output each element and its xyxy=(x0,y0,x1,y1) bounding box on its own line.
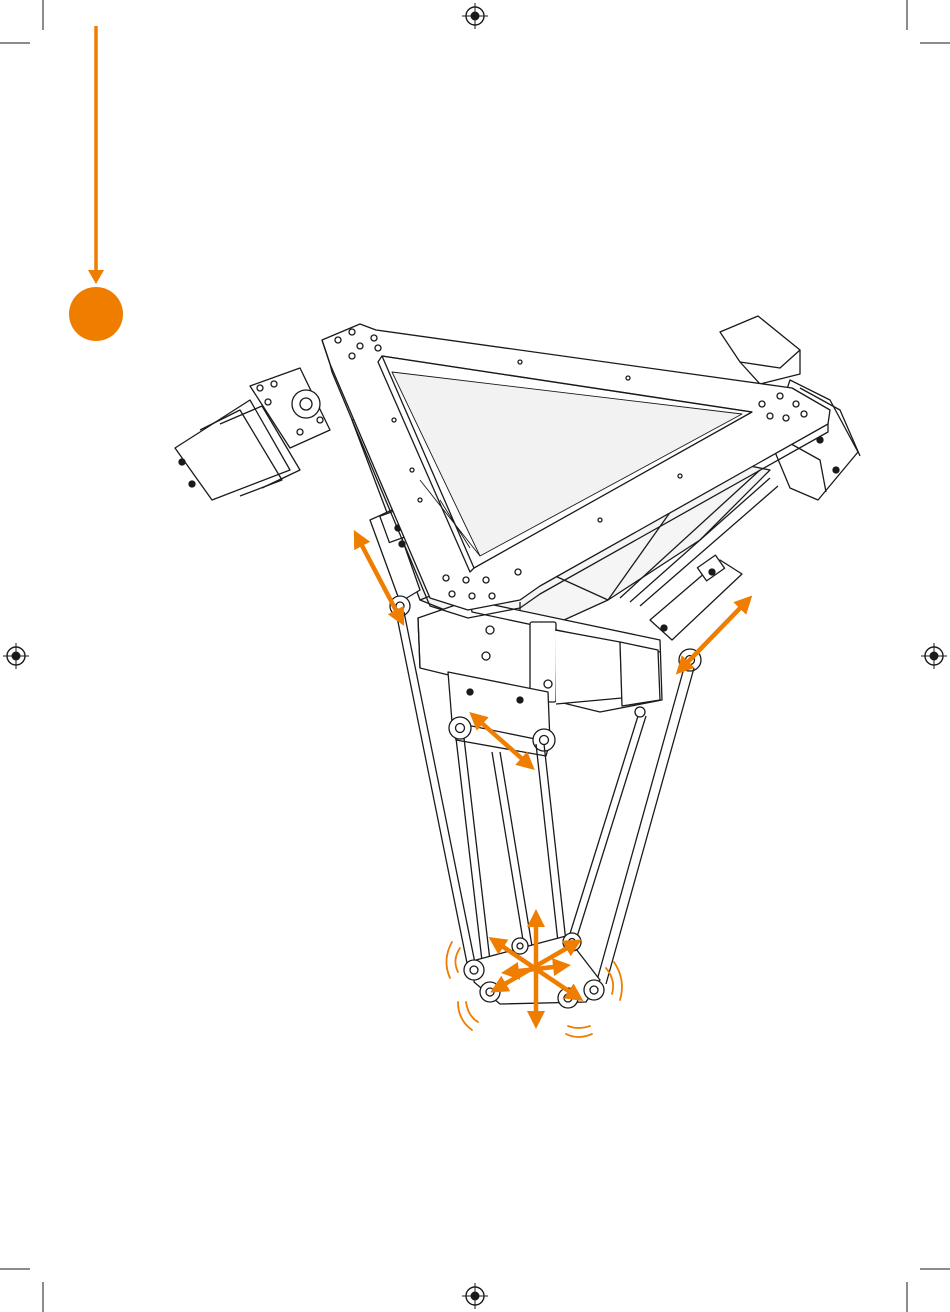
left-stepper-motor xyxy=(175,368,330,500)
step-indicator xyxy=(69,26,123,341)
registration-mark-top xyxy=(462,3,488,29)
step-arrowhead-icon xyxy=(88,270,104,284)
delta-printer-drawing xyxy=(175,316,860,1008)
registration-mark-left xyxy=(3,643,29,669)
registration-mark-right xyxy=(921,643,947,669)
front-motor-assembly xyxy=(418,600,662,756)
step-marker xyxy=(69,287,123,341)
registration-mark-bottom xyxy=(462,1283,488,1309)
